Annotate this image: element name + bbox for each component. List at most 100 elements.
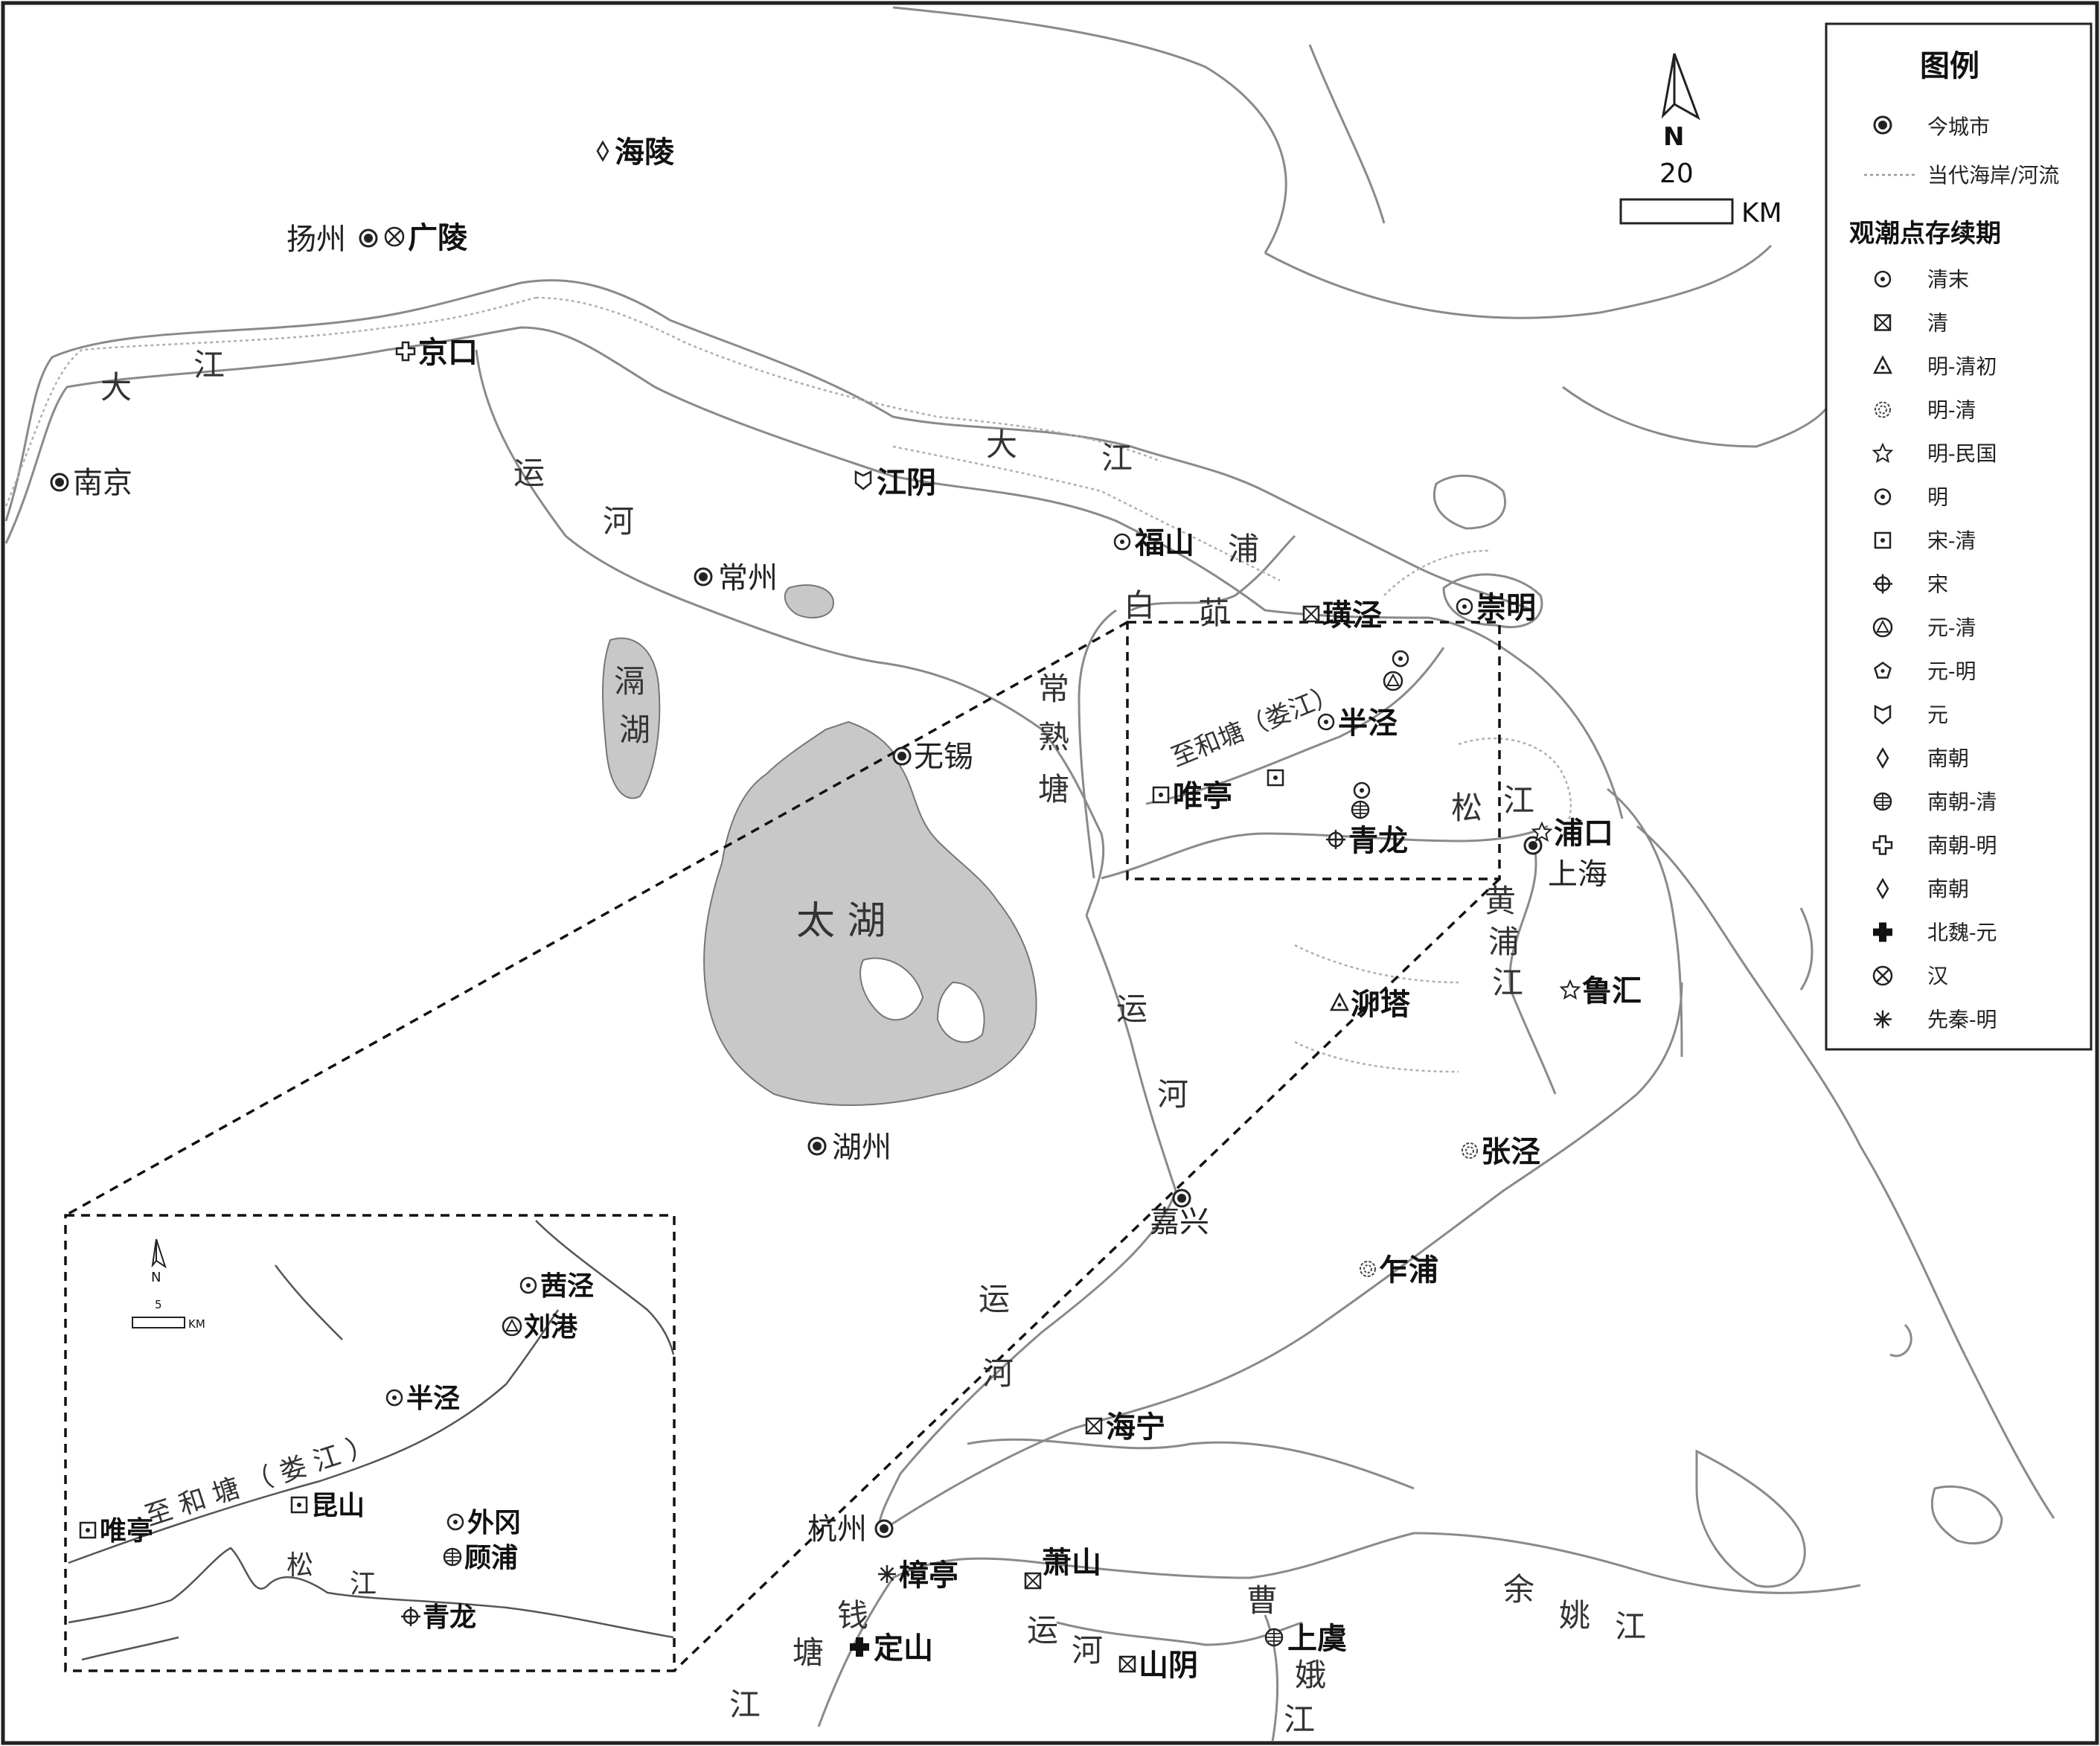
dotted-coast-lines xyxy=(4,296,1572,1073)
site-zhangting[interactable]: 樟亭 xyxy=(877,1558,958,1593)
city-label: 扬州 xyxy=(286,223,346,257)
city-marker-icon xyxy=(1523,836,1543,855)
legend-item: 元-清 xyxy=(1872,615,1976,640)
asterisk-icon xyxy=(1872,1009,1893,1029)
city-label: 上海 xyxy=(1548,857,1607,892)
inset-site-gupu[interactable]: 顾浦 xyxy=(443,1543,518,1573)
legend-item: 南朝-清 xyxy=(1873,790,1997,814)
lakes xyxy=(602,584,1037,1106)
inset-site-kunshan[interactable]: 昆山 xyxy=(290,1491,365,1521)
flower-icon xyxy=(1360,1261,1376,1277)
label-yunhe-south-1: 运 xyxy=(979,1281,1010,1317)
legend-item-label: 清 xyxy=(1927,311,1948,336)
city-huzhou[interactable]: 湖州 xyxy=(807,1131,891,1165)
site-chongming[interactable]: 崇明 xyxy=(1456,591,1536,625)
site-label: 青龙 xyxy=(423,1602,476,1633)
inset-site-banjing[interactable]: 半泾 xyxy=(385,1384,460,1414)
label-huangpu-2: 浦 xyxy=(1488,924,1520,960)
site-banjing[interactable]: 半泾 xyxy=(1317,706,1398,741)
legend-item-label: 先秦-明 xyxy=(1927,1008,1997,1032)
site-label: 半泾 xyxy=(1338,706,1398,741)
site-shangyu[interactable]: 上虞 xyxy=(1264,1622,1347,1656)
site-label: 定山 xyxy=(874,1631,933,1666)
legend-item-label: 南朝-明 xyxy=(1927,834,1997,858)
site-luhui[interactable]: 鲁汇 xyxy=(1560,974,1642,1008)
city-wuxi[interactable]: 无锡 xyxy=(892,740,973,774)
legend-item: 南朝-明 xyxy=(1872,834,1997,858)
site-huangjing[interactable]: 璜泾 xyxy=(1302,598,1382,633)
city-marker-icon xyxy=(359,228,378,248)
flower-icon xyxy=(1462,1142,1478,1159)
site-label: 京口 xyxy=(418,336,478,370)
inset-scale-bar xyxy=(132,1317,185,1328)
crossed-square-icon xyxy=(1874,314,1892,331)
label-gehu-1: 滆 xyxy=(614,663,645,700)
dot-circle-icon xyxy=(1874,270,1892,288)
inset-site-qianjing[interactable]: 茜泾 xyxy=(519,1271,594,1302)
legend-box xyxy=(1825,22,2093,1051)
site-zhangjing[interactable]: 张泾 xyxy=(1462,1135,1540,1169)
grid-circle-icon xyxy=(1873,792,1892,811)
city-marker-icon xyxy=(892,746,912,766)
label-huangpu-3: 江 xyxy=(1492,965,1523,1001)
city-jiaxing[interactable]: 嘉兴 xyxy=(1150,1189,1209,1239)
site-dingshan[interactable]: 定山 xyxy=(850,1631,933,1666)
site-label: 海陵 xyxy=(615,135,674,170)
site-qinglong[interactable]: 青龙 xyxy=(1325,824,1408,858)
city-marker-icon xyxy=(874,1519,894,1538)
north-label: N xyxy=(1663,122,1684,152)
site-guangling[interactable]: 广陵 xyxy=(384,221,467,255)
city-hangzhou[interactable]: 杭州 xyxy=(807,1512,894,1547)
site-zhapu[interactable]: 乍浦 xyxy=(1360,1253,1438,1288)
inset-site-weiting[interactable]: 唯亭 xyxy=(79,1516,153,1547)
scale-value: 20 xyxy=(1659,159,1694,189)
site-label: 刘港 xyxy=(524,1312,578,1343)
label-changshutang-3: 塘 xyxy=(1038,771,1069,808)
site-pukou[interactable]: 浦口 xyxy=(1532,816,1613,851)
triangle-circle-icon xyxy=(1383,671,1403,691)
dot-circle-icon xyxy=(1113,533,1131,551)
city-yangzhou[interactable]: 扬州 xyxy=(286,223,378,257)
legend-item: 元 xyxy=(1874,703,1948,727)
site-maota[interactable]: 泖塔 xyxy=(1330,988,1411,1022)
inset-site-qinglong[interactable]: 青龙 xyxy=(400,1602,476,1633)
dot-circle-icon xyxy=(385,1389,403,1407)
site-label: 鲁汇 xyxy=(1582,974,1642,1008)
legend-item-label: 明-清初 xyxy=(1927,354,1997,379)
city-changzhou[interactable]: 常州 xyxy=(694,561,778,595)
dot-circle-icon xyxy=(1874,488,1892,505)
city-nanjing[interactable]: 南京 xyxy=(50,466,132,500)
scale-bar-box xyxy=(1619,198,1734,225)
site-jingkou[interactable]: 京口 xyxy=(395,336,478,370)
legend-item: 清 xyxy=(1874,311,1948,336)
site-hailing[interactable]: 海陵 xyxy=(596,135,674,170)
site-shanyin[interactable]: 山阴 xyxy=(1118,1649,1198,1683)
city-label: 无锡 xyxy=(914,740,973,774)
legend-item: 元-明 xyxy=(1874,659,1976,684)
x-circle-icon xyxy=(1872,965,1893,986)
x-circle-icon xyxy=(384,226,405,247)
open-cross-icon xyxy=(395,341,416,362)
label-gehu-2: 湖 xyxy=(619,711,650,748)
label-taihu: 太 湖 xyxy=(796,899,886,944)
site-label: 福山 xyxy=(1134,526,1194,560)
legend-items: 清末清明-清初明-清明-民国明宋-清宋元-清元-明元南朝南朝-清南朝-明南朝北魏… xyxy=(1872,267,1997,1032)
inset-box xyxy=(64,1214,676,1672)
site-label: 上虞 xyxy=(1287,1622,1347,1656)
site-jiangyin[interactable]: 江阴 xyxy=(854,466,936,500)
inset-site-liugang[interactable]: 刘港 xyxy=(502,1312,578,1343)
legend-item: 明 xyxy=(1874,485,1948,510)
city-shanghai[interactable]: 上海 xyxy=(1523,836,1607,892)
legend-item-label: 宋-清 xyxy=(1927,528,1976,553)
modern-cities: 扬州 南京 常州 无锡 湖州 嘉兴 杭州 上海 xyxy=(50,223,1607,1547)
site-weiting[interactable]: 唯亭 xyxy=(1152,779,1232,813)
site-fushan[interactable]: 福山 xyxy=(1113,526,1194,560)
site-haining[interactable]: 海宁 xyxy=(1085,1410,1165,1445)
city-label: 常州 xyxy=(718,561,778,595)
label-yuyao-2: 姚 xyxy=(1559,1597,1590,1634)
site-xiaoshan[interactable]: 萧山 xyxy=(1024,1546,1101,1590)
legend-item: 宋-清 xyxy=(1874,528,1976,553)
legend-item-label: 元-明 xyxy=(1927,659,1976,684)
inset-site-waigang[interactable]: 外冈 xyxy=(446,1508,521,1538)
